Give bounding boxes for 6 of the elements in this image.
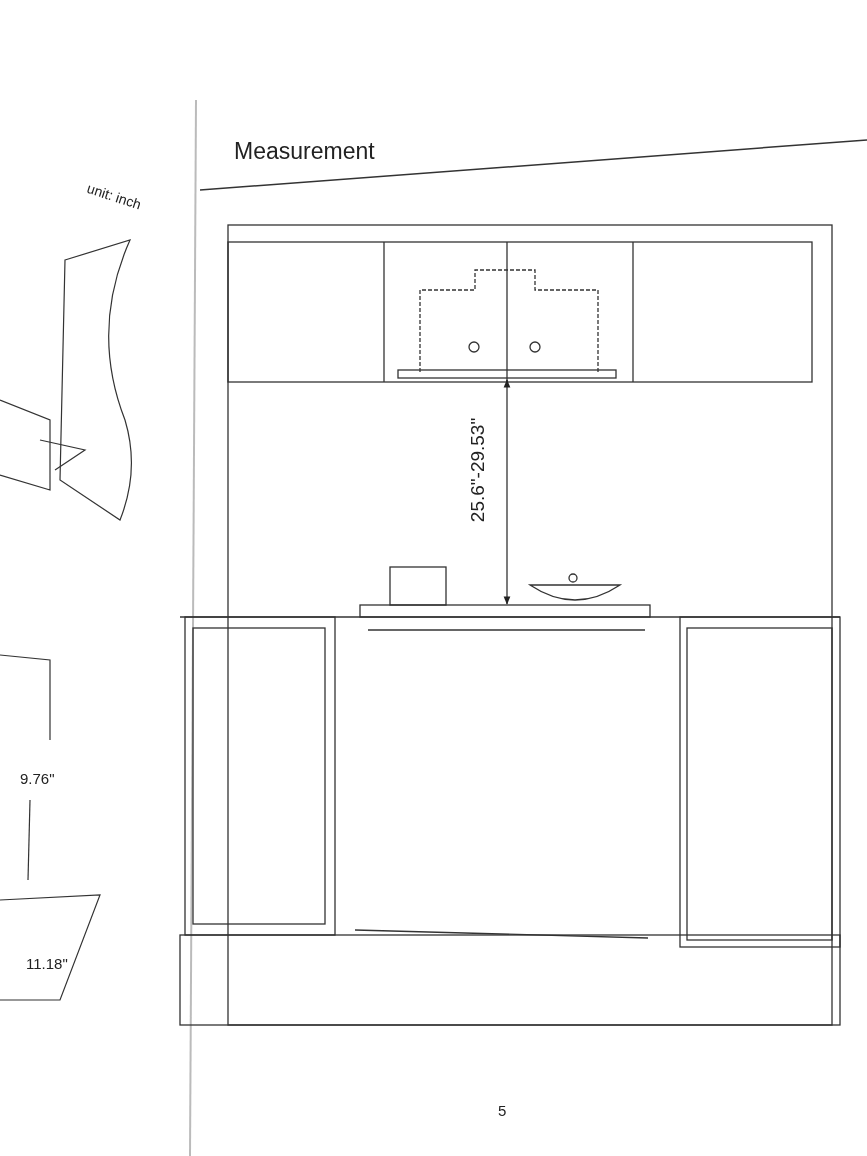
dimension-label: 25.6"-29.53" [467,417,489,523]
dimension-label: 11.18" [26,955,68,972]
page-number: 5 [498,1102,507,1119]
page-heading: Measurement [234,138,375,165]
unit-note: unit: inch [85,180,144,213]
dimension-label: 9.76" [20,770,55,787]
